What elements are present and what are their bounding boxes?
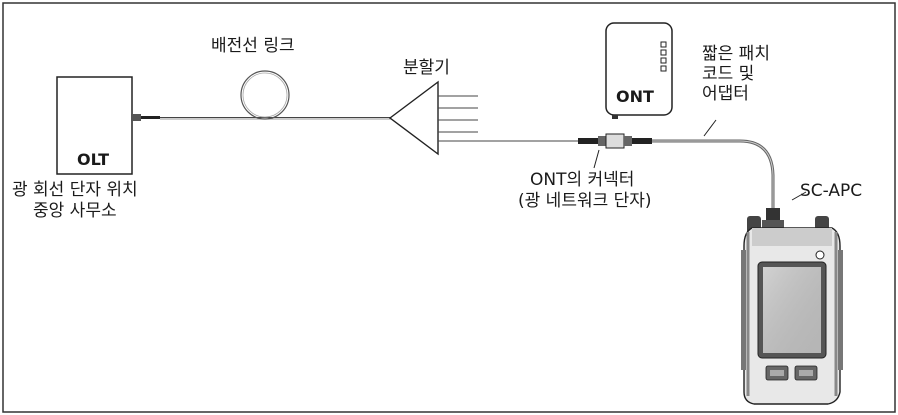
sc-apc-leader <box>791 191 807 201</box>
ont-connector-label-line1: ONT의 커넥터 <box>530 170 635 190</box>
splitter-label: 분할기 <box>403 58 450 78</box>
fiber-coil <box>240 70 290 120</box>
distribution-link-label: 배전선 링크 <box>211 36 295 56</box>
central-office-label-line1: 광 회선 단자 위치 <box>12 180 138 200</box>
ont-port <box>612 115 618 119</box>
splitter-triangle <box>388 80 439 156</box>
patch-cord-label-line1: 짧은 패치 <box>702 44 770 64</box>
ont-leds <box>660 41 667 72</box>
central-office-label-line2: 중앙 사무소 <box>33 201 117 221</box>
patch-cord-label-line2: 코드 및 <box>702 64 755 84</box>
sc-apc-label: SC-APC <box>800 181 863 201</box>
ont-connector-assembly <box>578 133 652 149</box>
olt-box <box>56 76 133 175</box>
olt-connector <box>131 114 141 121</box>
ont-connector-leader <box>593 149 600 169</box>
olt-device-label: OLT <box>77 150 110 169</box>
ont-box <box>605 22 673 116</box>
test-instrument <box>741 208 843 405</box>
patch-cord-label-line3: 어댑터 <box>702 84 749 104</box>
patch-cord-leader <box>703 119 717 137</box>
ont-device-label: ONT <box>616 87 654 106</box>
ont-connector-label-line2: (광 네트워크 단자) <box>518 191 652 211</box>
splitter-outputs <box>438 95 580 142</box>
